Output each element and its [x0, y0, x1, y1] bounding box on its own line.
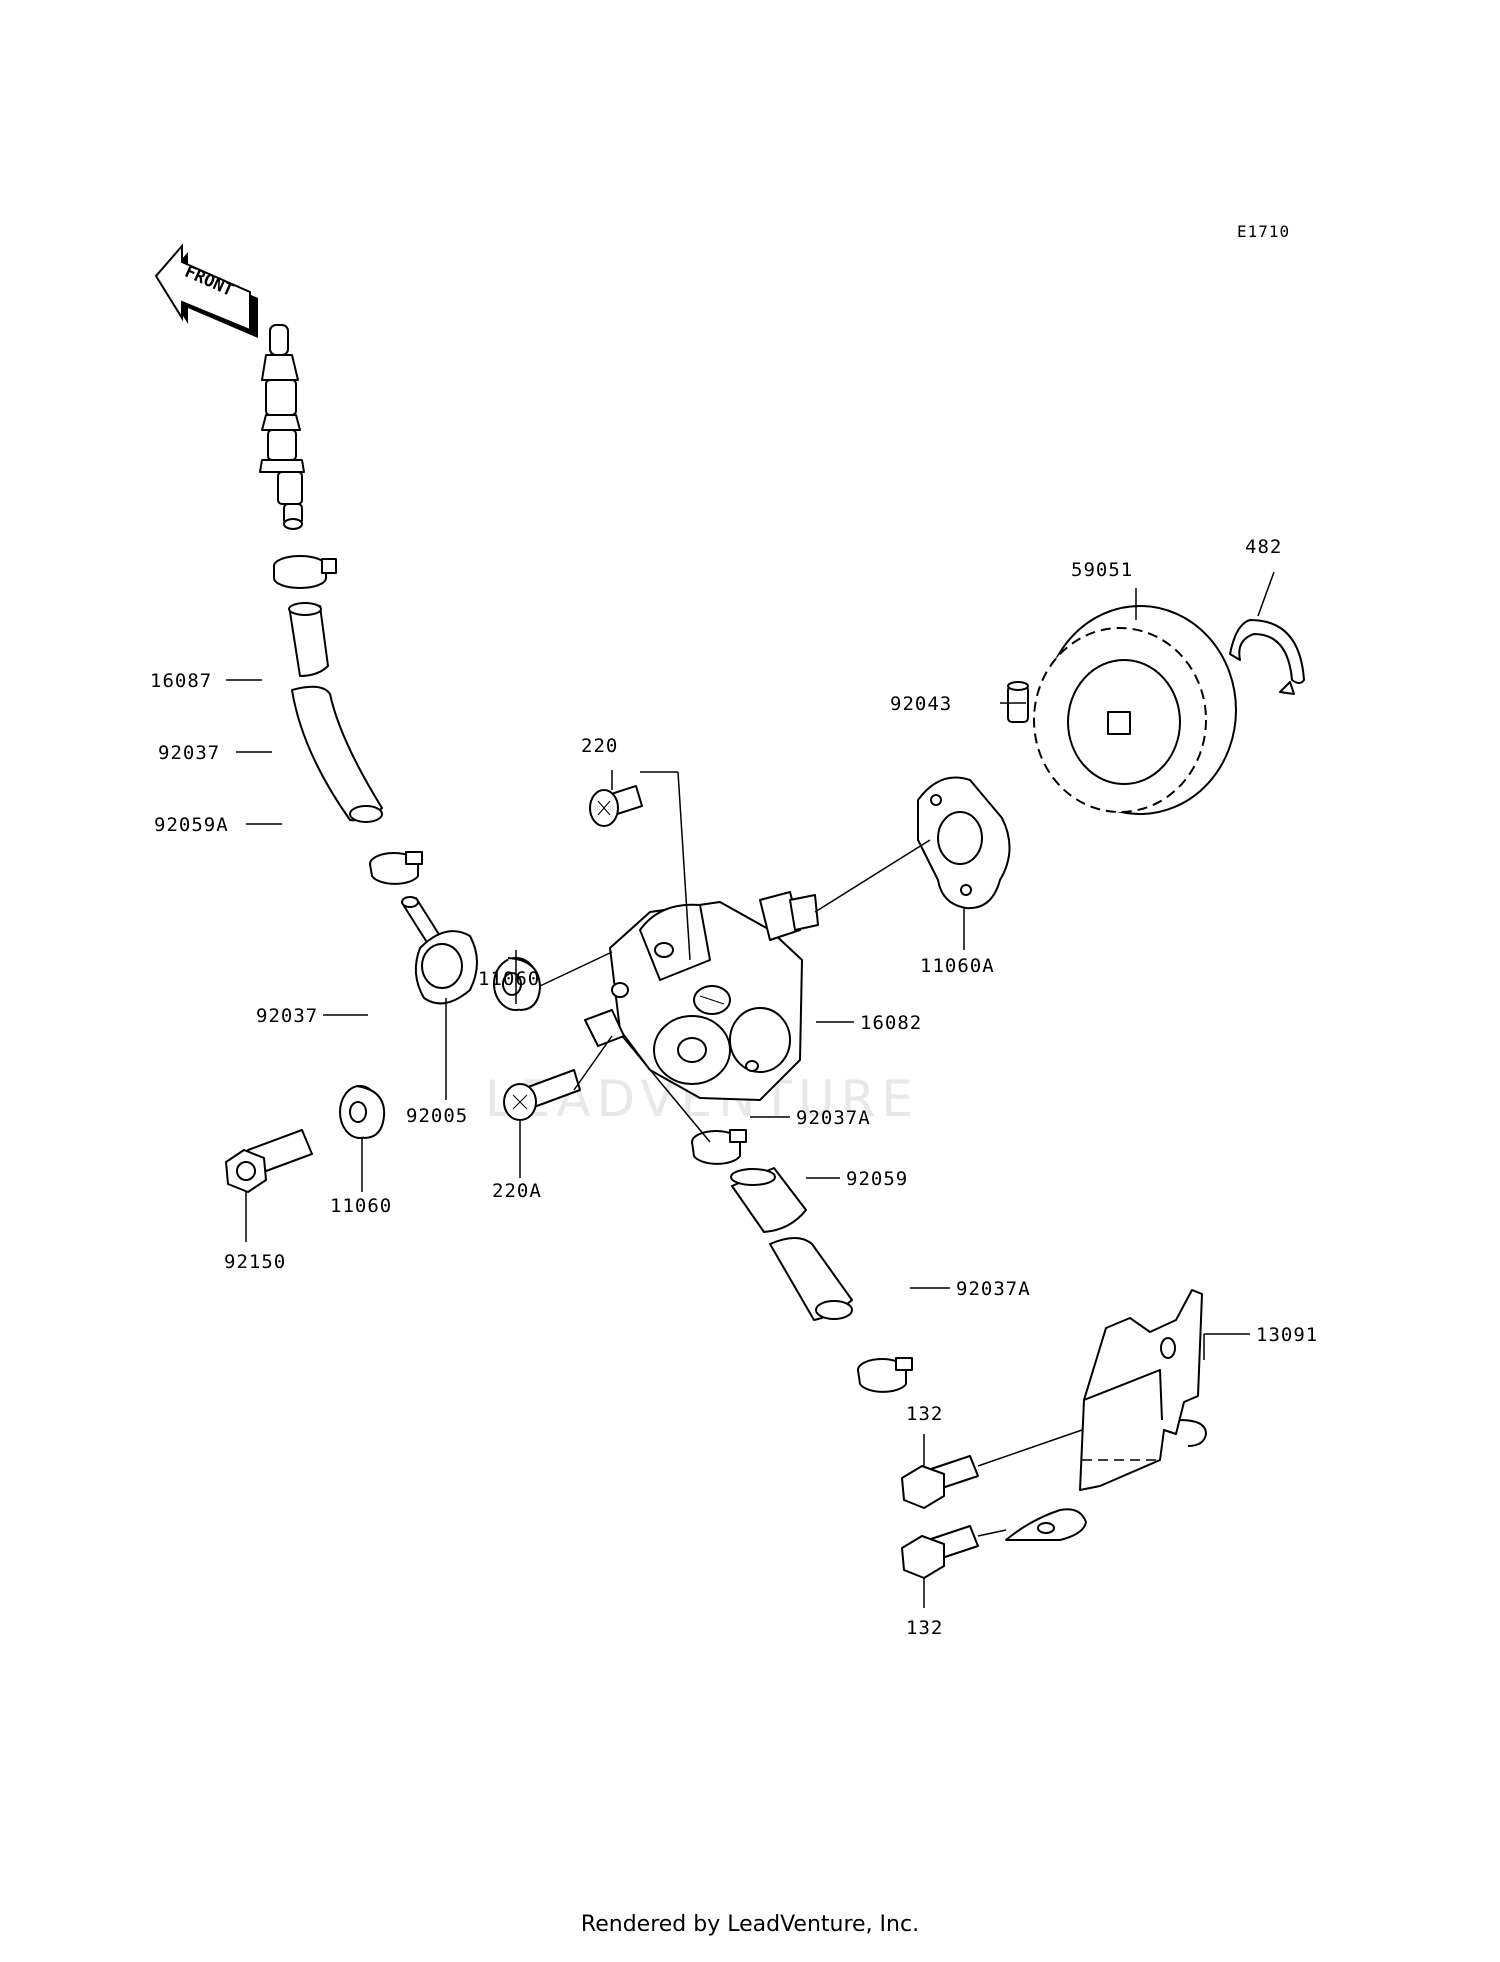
washer-11060-low: [339, 1085, 386, 1139]
label-92150: 92150: [224, 1251, 286, 1273]
fitting-92005: [401, 896, 478, 1005]
shaft-16087: [259, 324, 305, 530]
label-220: 220: [581, 735, 618, 757]
bolt-132-bot: [901, 1525, 979, 1579]
label-220A: 220A: [492, 1180, 542, 1202]
hose-92059: [730, 1167, 853, 1321]
clamp-92037A-1: [691, 1129, 747, 1165]
label-132-top: 132: [906, 1403, 943, 1425]
label-92059: 92059: [846, 1168, 908, 1190]
label-92037-mid: 92037: [256, 1005, 318, 1027]
label-16087: 16087: [150, 670, 212, 692]
bolt-132-top: [901, 1455, 979, 1509]
label-92037A-1: 92037A: [796, 1107, 871, 1129]
bracket-13091: [1005, 1289, 1207, 1541]
diagram-code: E1710: [1237, 222, 1290, 241]
gear-59051: [1033, 605, 1237, 815]
gasket-11060A: [917, 776, 1011, 910]
banjo-bolt-92150: [225, 1129, 313, 1193]
front-arrow-icon: FRONT: [154, 243, 258, 338]
clamp-92037A-2: [857, 1357, 913, 1393]
label-16082: 16082: [860, 1012, 922, 1034]
label-92059A: 92059A: [154, 814, 229, 836]
label-92043: 92043: [890, 693, 952, 715]
label-482: 482: [1245, 536, 1282, 558]
label-11060-low: 11060: [330, 1195, 392, 1217]
footer-credit: Rendered by LeadVenture, Inc.: [580, 1912, 920, 1937]
leader-lines: [226, 571, 1275, 1608]
label-11060-mid: 11060: [478, 968, 540, 990]
label-13091: 13091: [1256, 1324, 1318, 1346]
pin-92043: [1007, 681, 1029, 723]
label-11060A: 11060A: [920, 955, 995, 977]
clamp-92037-mid: [369, 851, 423, 885]
bolt-220: [589, 785, 643, 827]
label-92005: 92005: [406, 1105, 468, 1127]
circlip-482: [1229, 619, 1305, 695]
bolt-220A: [503, 1069, 581, 1121]
hose-92059A: [288, 602, 383, 823]
clamp-92037-top: [273, 555, 337, 589]
label-59051: 59051: [1071, 559, 1133, 581]
label-92037-top: 92037: [158, 742, 220, 764]
oil-pump-16082: [584, 891, 819, 1101]
label-92037A-2: 92037A: [956, 1278, 1031, 1300]
label-132-bot: 132: [906, 1617, 943, 1639]
